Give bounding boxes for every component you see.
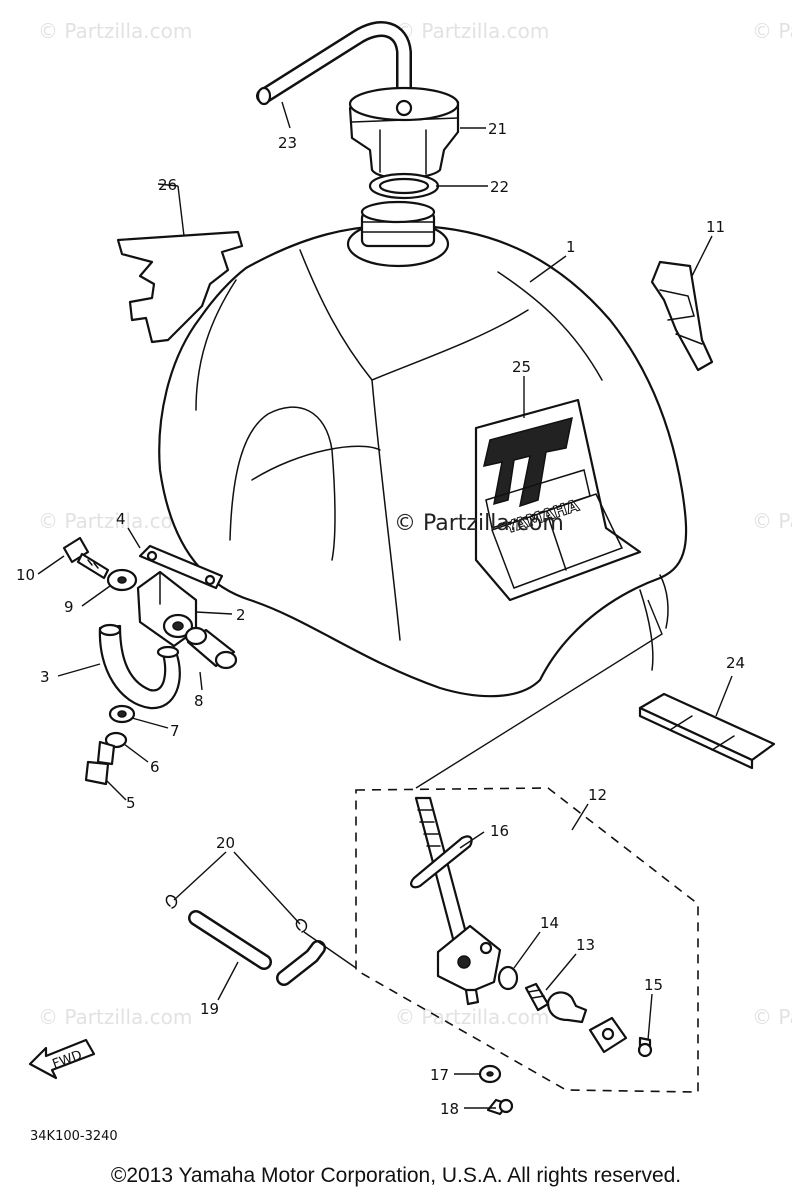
watermark: © Partzilla.com: [38, 509, 192, 533]
callout-22: 22: [490, 178, 509, 196]
leader-lines: [37, 101, 733, 1109]
collar-part[interactable]: [184, 626, 238, 670]
screw-15-part[interactable]: [637, 1036, 653, 1058]
pipe-leader: [303, 931, 357, 969]
callout-18: 18: [440, 1100, 459, 1118]
callout-6: 6: [150, 758, 160, 776]
clip-part[interactable]: [650, 260, 714, 372]
callout-7: 7: [170, 722, 180, 740]
callout-19: 19: [200, 1000, 219, 1018]
washer-17-part[interactable]: [478, 1064, 502, 1084]
callout-26: 26: [158, 176, 177, 194]
watermark: © Partzilla.com: [395, 1005, 549, 1029]
bolt-10-part[interactable]: [62, 536, 110, 580]
callout-16: 16: [490, 822, 509, 840]
copyright-notice: ©2013 Yamaha Motor Corporation, U.S.A. A…: [110, 1164, 682, 1187]
nut-part[interactable]: [108, 704, 136, 724]
heat-protector-part[interactable]: [116, 230, 244, 344]
hose-clip-part[interactable]: [165, 894, 308, 933]
bolt-5-part[interactable]: [84, 740, 116, 786]
damper-part[interactable]: [638, 692, 776, 770]
callout-12: 12: [588, 786, 607, 804]
washer-9-part[interactable]: [106, 568, 138, 592]
callout-numbers: 26 23 21 22 1 11 25 4 10 9 2 3 8 7 6 5 2…: [16, 120, 745, 1118]
stay-part[interactable]: [138, 544, 224, 590]
watermark-group: © Partzilla.com © Partzilla.com © Partzi…: [38, 19, 792, 1029]
callout-9: 9: [64, 598, 74, 616]
band-part[interactable]: [98, 623, 181, 710]
watermark: © Partzilla.com: [38, 19, 192, 43]
callout-13: 13: [576, 936, 595, 954]
lever-part[interactable]: [524, 982, 588, 1024]
diagram-code: 34K100-3240: [30, 1129, 118, 1144]
watermark: © Partzilla.com: [395, 19, 549, 43]
callout-14: 14: [540, 914, 559, 932]
callout-23: 23: [278, 134, 297, 152]
fuel-pipe-part[interactable]: [188, 910, 326, 986]
washer-6-part[interactable]: [104, 731, 128, 749]
callout-3: 3: [40, 668, 50, 686]
breather-hose-part[interactable]: [256, 21, 412, 118]
callout-20: 20: [216, 834, 235, 852]
callout-11: 11: [706, 218, 725, 236]
callout-10: 10: [16, 566, 35, 584]
gasket-part[interactable]: [368, 172, 440, 200]
callout-4: 4: [116, 510, 126, 528]
callout-5: 5: [126, 794, 136, 812]
callout-1: 1: [566, 238, 576, 256]
watermark: © Partzilla.com: [752, 509, 792, 533]
lever-plate-part[interactable]: [588, 1016, 628, 1054]
watermark: © Partzilla.com: [752, 19, 792, 43]
assembly-leader: [415, 599, 663, 789]
fuel-cock-part[interactable]: [414, 796, 502, 1006]
center-watermark: © Partzilla.com: [394, 511, 564, 536]
emblem-part[interactable]: YAMAHA: [474, 398, 642, 602]
fuel-cock-assembly-outline: [355, 787, 699, 1093]
watermark: © Partzilla.com: [38, 1005, 192, 1029]
forward-arrow-icon: FWD: [28, 1038, 96, 1080]
callout-21: 21: [488, 120, 507, 138]
screw-18-part[interactable]: [486, 1098, 514, 1116]
callout-8: 8: [194, 692, 204, 710]
callout-24: 24: [726, 654, 745, 672]
fuel-cap-part[interactable]: [348, 86, 460, 180]
callout-15: 15: [644, 976, 663, 994]
strainer-part[interactable]: [410, 835, 473, 889]
callout-17: 17: [430, 1066, 449, 1084]
callout-25: 25: [512, 358, 531, 376]
callout-2: 2: [236, 606, 246, 624]
o-ring-part[interactable]: [497, 965, 519, 991]
watermark: © Partzilla.com: [752, 1005, 792, 1029]
